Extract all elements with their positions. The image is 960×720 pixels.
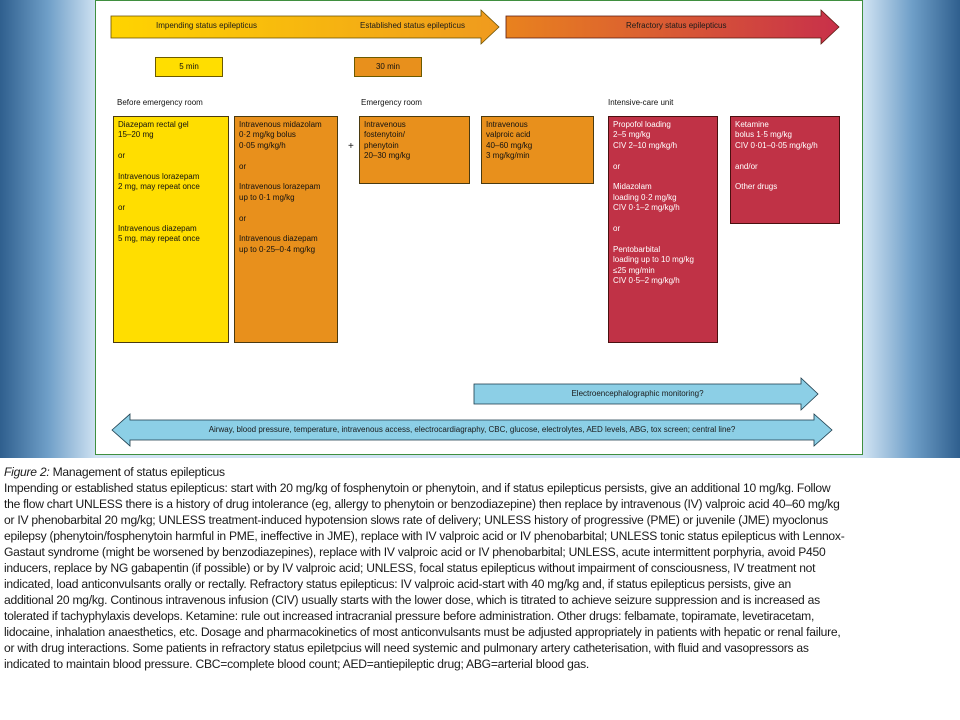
- time-marker-5min: 5 min: [155, 57, 223, 77]
- arrow-shapes: [110, 9, 840, 447]
- supportive-care-arrow: [111, 413, 833, 447]
- eeg-monitoring-arrow: [473, 377, 819, 411]
- er-benzodiazepine-box: Intravenous midazolam 0·2 mg/kg bolus 0·…: [234, 116, 338, 343]
- caption-line: inducers, replace by NG gabapentin (if p…: [4, 561, 816, 575]
- caption-line: epilepsy (phenytoin/fosphenytoin harmful…: [4, 529, 845, 543]
- refractory-phase-label: Refractory status epilepticus: [626, 21, 727, 30]
- flowchart-figure: Impending status epilepticus Established…: [95, 0, 863, 455]
- established-phase-arrow: [110, 9, 500, 45]
- figure-caption: Figure 2: Management of status epileptic…: [4, 464, 956, 672]
- caption-line: tolerated if tachyphylaxis develops. Ket…: [4, 609, 815, 623]
- eeg-monitoring-label: Electroencephalographic monitoring?: [571, 389, 704, 398]
- caption-line: additional 20 mg/kg. Continous intraveno…: [4, 593, 820, 607]
- setting-er: Emergency room: [361, 98, 422, 107]
- ketamine-box: Ketamine bolus 1·5 mg/kg CIV 0·01–0·05 m…: [730, 116, 840, 224]
- refractory-phase-arrow: [505, 9, 840, 45]
- caption-line: or IV phenobarbital 20 mg/kg; UNLESS tre…: [4, 513, 828, 527]
- established-phase-label: Established status epilepticus: [360, 21, 465, 30]
- caption-line: lidocaine, inhalation anaesthetics, etc.…: [4, 625, 841, 639]
- impending-phase-label: Impending status epilepticus: [156, 21, 257, 30]
- phenytoin-box: Intravenous fostenytoin/ phenytoin 20–30…: [359, 116, 470, 184]
- caption-line: Impending or established status epilepti…: [4, 481, 831, 495]
- caption-line: or with drug interactions. Some patients…: [4, 641, 809, 655]
- setting-before-er: Before emergency room: [117, 98, 203, 107]
- caption-line: indicated to maintain blood pressure. CB…: [4, 657, 590, 671]
- plus-sign: +: [348, 141, 354, 152]
- supportive-care-label: Airway, blood pressure, temperature, int…: [208, 425, 736, 434]
- caption-line: indicated, load anticonvulsants orally o…: [4, 577, 791, 591]
- caption-title: Management of status epilepticus: [49, 465, 225, 479]
- anaesthetic-infusion-box: Propofol loading 2–5 mg/kg CIV 2–10 mg/k…: [608, 116, 718, 343]
- caption-heading: Figure 2: Management of status epileptic…: [4, 464, 956, 480]
- valproic-acid-box: Intravenous valproic acid 40–60 mg/kg 3 …: [481, 116, 594, 184]
- setting-icu: Intensive-care unit: [608, 98, 674, 107]
- caption-figure-label: Figure 2:: [4, 465, 50, 479]
- time-marker-30min: 30 min: [354, 57, 422, 77]
- caption-line: the flow chart UNLESS there is a history…: [4, 497, 840, 511]
- prehospital-benzodiazepine-box: Diazepam rectal gel 15–20 mg or Intraven…: [113, 116, 229, 343]
- caption-line: Gastaut syndrome (might be worsened by b…: [4, 545, 826, 559]
